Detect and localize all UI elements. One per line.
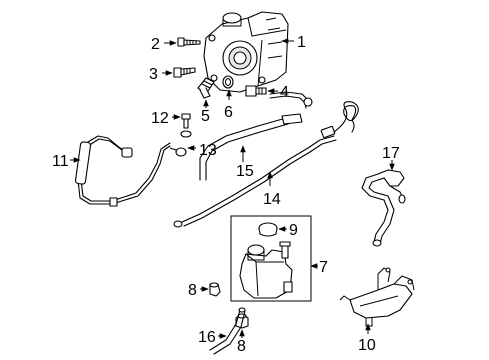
o-ring-6 bbox=[222, 75, 234, 89]
pressure-fitting-top bbox=[269, 91, 313, 109]
callout-11: 11 bbox=[52, 153, 69, 170]
callout-15: 15 bbox=[236, 163, 254, 180]
fitting-5 bbox=[197, 77, 215, 99]
callout-2: 2 bbox=[151, 36, 160, 53]
power-steering-pump bbox=[203, 11, 289, 93]
callout-14: 14 bbox=[263, 191, 281, 208]
return-hose-15 bbox=[199, 113, 303, 181]
callout-8-left: 8 bbox=[188, 282, 197, 299]
callout-10: 10 bbox=[358, 337, 376, 354]
callout-8-bottom: 8 bbox=[237, 338, 246, 355]
grommet-8-left bbox=[209, 282, 221, 297]
banjo-bolt-4 bbox=[245, 85, 267, 97]
bolt-3 bbox=[173, 67, 196, 78]
pressure-hose-14 bbox=[173, 101, 359, 228]
pressure-line-11 bbox=[74, 135, 171, 207]
callout-13: 13 bbox=[199, 142, 217, 159]
callout-5: 5 bbox=[201, 108, 210, 125]
callout-9: 9 bbox=[289, 222, 298, 239]
bolt-2 bbox=[177, 37, 201, 47]
callout-7: 7 bbox=[319, 259, 328, 276]
callout-6: 6 bbox=[224, 104, 233, 121]
hose-16 bbox=[209, 307, 246, 355]
reservoir-cap-9 bbox=[258, 222, 278, 237]
callout-1: 1 bbox=[297, 34, 306, 51]
callout-3: 3 bbox=[149, 66, 158, 83]
callout-16: 16 bbox=[198, 329, 216, 346]
hose-17 bbox=[361, 169, 406, 247]
reservoir-group-box bbox=[230, 215, 312, 302]
bracket-10 bbox=[339, 267, 415, 327]
reservoir-assembly bbox=[230, 215, 312, 302]
bolt-12 bbox=[181, 113, 191, 129]
clip-13 bbox=[169, 130, 192, 157]
callout-17: 17 bbox=[382, 145, 400, 162]
callout-12: 12 bbox=[151, 110, 169, 127]
